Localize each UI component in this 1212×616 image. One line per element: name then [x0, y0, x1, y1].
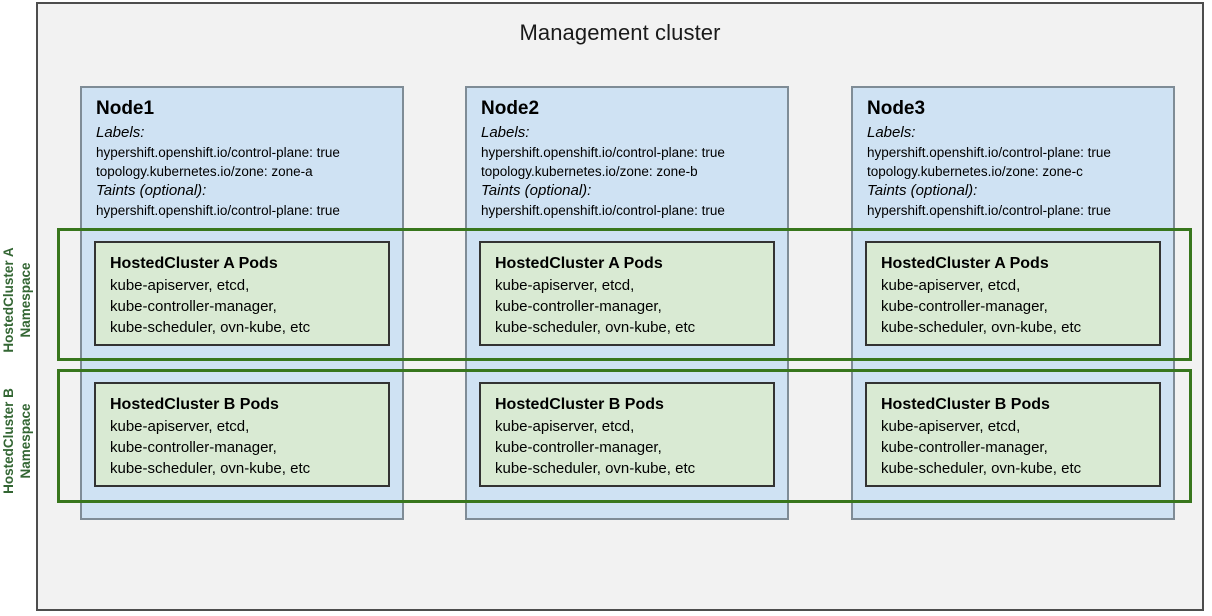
node2-content: Node2 Labels: hypershift.openshift.io/co… [481, 96, 777, 220]
pods-line: kube-scheduler, ovn-kube, etc [495, 319, 696, 336]
pods-line: kube-controller-manager, [495, 439, 662, 456]
pods-box-b-node2: HostedCluster B Pods kube-apiserver, etc… [479, 382, 775, 487]
pods-line: kube-controller-manager, [495, 298, 662, 315]
pods-line: kube-scheduler, ovn-kube, etc [110, 460, 311, 477]
pods-line: kube-apiserver, etcd, [881, 277, 1021, 294]
node1-taints-heading: Taints (optional): [96, 182, 207, 199]
pods-line: kube-apiserver, etcd, [110, 418, 250, 435]
node1-taint-line: hypershift.openshift.io/control-plane: t… [96, 203, 340, 218]
namespace-label-a-line1: HostedCluster A [1, 247, 16, 353]
node2-label-line: topology.kubernetes.io/zone: zone-b [481, 164, 698, 179]
namespace-label-b: HostedCluster B Namespace [0, 381, 34, 501]
node3-content: Node3 Labels: hypershift.openshift.io/co… [867, 96, 1163, 220]
pods-title: HostedCluster B Pods [881, 396, 1050, 413]
node3-name: Node3 [867, 98, 926, 119]
pods-box-a-node1: HostedCluster A Pods kube-apiserver, etc… [94, 241, 390, 346]
node3-labels-heading: Labels: [867, 124, 916, 141]
pods-box-b-node1: HostedCluster B Pods kube-apiserver, etc… [94, 382, 390, 487]
node1-label-line: topology.kubernetes.io/zone: zone-a [96, 164, 313, 179]
pods-title: HostedCluster B Pods [110, 396, 279, 413]
node2-taints-heading: Taints (optional): [481, 182, 592, 199]
node1-name: Node1 [96, 98, 155, 119]
node1-labels-heading: Labels: [96, 124, 145, 141]
pods-line: kube-controller-manager, [110, 439, 277, 456]
pods-box-a-node2: HostedCluster A Pods kube-apiserver, etc… [479, 241, 775, 346]
node1-content: Node1 Labels: hypershift.openshift.io/co… [96, 96, 392, 220]
pods-title: HostedCluster A Pods [495, 255, 663, 272]
namespace-label-a-line2: Namespace [18, 262, 33, 338]
node2-taint-line: hypershift.openshift.io/control-plane: t… [481, 203, 725, 218]
pods-box-a-node3: HostedCluster A Pods kube-apiserver, etc… [865, 241, 1161, 346]
pods-line: kube-scheduler, ovn-kube, etc [495, 460, 696, 477]
node1-label-line: hypershift.openshift.io/control-plane: t… [96, 145, 340, 160]
node2-label-line: hypershift.openshift.io/control-plane: t… [481, 145, 725, 160]
node2-name: Node2 [481, 98, 540, 119]
pods-line: kube-apiserver, etcd, [881, 418, 1021, 435]
node3-label-line: hypershift.openshift.io/control-plane: t… [867, 145, 1111, 160]
node3-taints-heading: Taints (optional): [867, 182, 978, 199]
node3-label-line: topology.kubernetes.io/zone: zone-c [867, 164, 1083, 179]
pods-line: kube-scheduler, ovn-kube, etc [881, 319, 1082, 336]
pods-line: kube-controller-manager, [881, 298, 1048, 315]
node2-labels-heading: Labels: [481, 124, 530, 141]
pods-line: kube-scheduler, ovn-kube, etc [881, 460, 1082, 477]
pods-box-b-node3: HostedCluster B Pods kube-apiserver, etc… [865, 382, 1161, 487]
pods-line: kube-controller-manager, [110, 298, 277, 315]
pods-line: kube-apiserver, etcd, [110, 277, 250, 294]
management-cluster-title: Management cluster [519, 20, 721, 45]
pods-title: HostedCluster B Pods [495, 396, 664, 413]
node3-taint-line: hypershift.openshift.io/control-plane: t… [867, 203, 1111, 218]
pods-title: HostedCluster A Pods [110, 255, 278, 272]
namespace-label-b-line1: HostedCluster B [1, 388, 16, 494]
namespace-label-b-line2: Namespace [18, 403, 33, 479]
pods-line: kube-apiserver, etcd, [495, 277, 635, 294]
pods-line: kube-apiserver, etcd, [495, 418, 635, 435]
namespace-label-a: HostedCluster A Namespace [0, 240, 34, 360]
pods-line: kube-controller-manager, [881, 439, 1048, 456]
pods-title: HostedCluster A Pods [881, 255, 1049, 272]
pods-line: kube-scheduler, ovn-kube, etc [110, 319, 311, 336]
